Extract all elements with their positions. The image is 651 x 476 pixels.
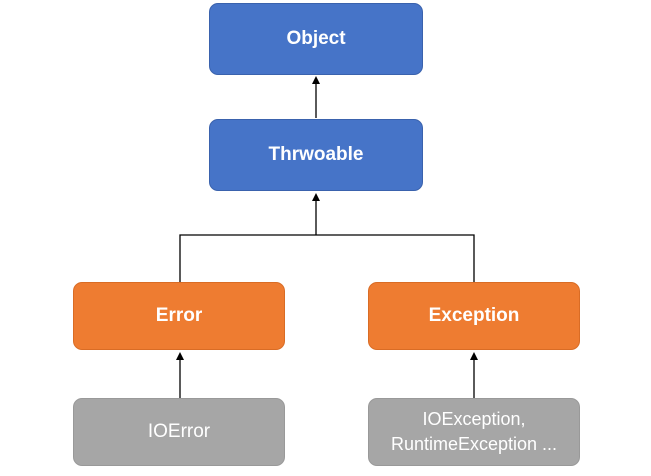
exception-subclasses-line1: IOException, [422,408,526,429]
ioerror-node: IOError [73,398,285,466]
error-label: Error [155,304,203,326]
throwable-node: Thrwoable [209,119,423,191]
exception-node: Exception [368,282,580,350]
throwable-label: Thrwoable [268,143,364,165]
error-node: Error [73,282,285,350]
exception-subclasses-line2: RuntimeException ... [390,434,558,454]
exception-subclasses-node: IOException, RuntimeException ... [368,398,580,466]
connector-error-branch [179,234,475,282]
exception-label: Exception [428,304,520,326]
object-label: Object [286,27,346,49]
exception-subclasses-text: IOException, RuntimeException ... [391,407,557,457]
object-node: Object [209,3,423,75]
ioerror-label: IOError [147,420,211,442]
